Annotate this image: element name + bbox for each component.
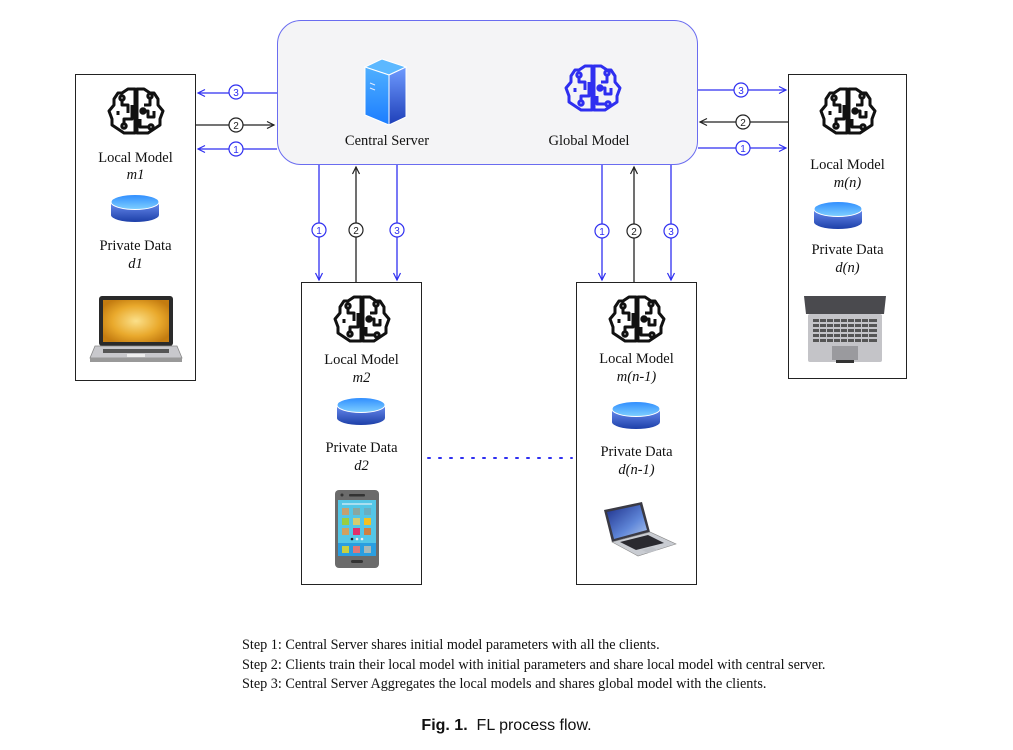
step-badge-1: 1 <box>228 141 244 157</box>
client-1-data-name: d1 <box>128 256 143 272</box>
step-badge-3: 3 <box>389 222 405 238</box>
figure-caption: Fig. 1. FL process flow. <box>0 717 1013 735</box>
svg-text:1: 1 <box>316 226 322 237</box>
step-badge-2: 2 <box>626 223 642 239</box>
step-1-text: Step 1: Central Server shares initial mo… <box>242 637 660 653</box>
client-n-1-model-label: Local Model <box>599 351 674 367</box>
step-badge-1: 1 <box>311 222 327 238</box>
laptop-blue-icon <box>604 502 677 557</box>
step-badge-1: 1 <box>594 223 610 239</box>
server-icon <box>363 58 408 126</box>
svg-text:1: 1 <box>599 227 605 238</box>
client-n-1-data-name: d(n-1) <box>618 462 655 478</box>
client-2-data-label: Private Data <box>325 440 398 456</box>
svg-text:3: 3 <box>233 88 239 99</box>
step-badge-3: 3 <box>663 223 679 239</box>
svg-text:1: 1 <box>740 144 746 155</box>
svg-text:2: 2 <box>233 121 239 132</box>
client-n-model-name: m(n) <box>833 175 862 191</box>
svg-text:2: 2 <box>353 226 359 237</box>
svg-text:3: 3 <box>668 227 674 238</box>
caption-text: FL process flow. <box>476 717 592 734</box>
svg-text:3: 3 <box>394 226 400 237</box>
client-n-1-model-name: m(n-1) <box>616 369 657 385</box>
client-n-model-label: Local Model <box>810 157 885 173</box>
client-n-1-data-label: Private Data <box>600 444 673 460</box>
client-1-model-name: m1 <box>126 167 145 183</box>
step-badge-2: 2 <box>228 117 244 133</box>
client-n-data-label: Private Data <box>811 242 884 258</box>
step-3-text: Step 3: Central Server Aggregates the lo… <box>242 676 767 692</box>
global-model-brain-icon <box>564 64 622 112</box>
client-1-data-label: Private Data <box>99 238 172 254</box>
client-2-model-label: Local Model <box>324 352 399 368</box>
laptop-gray-icon <box>804 296 886 363</box>
step-badge-3: 3 <box>228 84 244 100</box>
server-panel <box>277 20 698 165</box>
step-badge-3: 3 <box>733 82 749 98</box>
laptop-gold-icon <box>89 296 183 362</box>
central-server-label: Central Server <box>344 133 430 149</box>
step-badge-2: 2 <box>735 114 751 130</box>
step-2-text: Step 2: Clients train their local model … <box>242 656 826 673</box>
svg-text:2: 2 <box>740 118 746 129</box>
smartphone-icon <box>335 490 379 568</box>
client-2-data-name: d2 <box>354 458 369 474</box>
client-n-data-name: d(n) <box>835 260 860 276</box>
svg-text:3: 3 <box>738 86 744 97</box>
svg-text:1: 1 <box>233 145 239 156</box>
global-model-label: Global Model <box>548 133 630 149</box>
client-2-model-name: m2 <box>352 370 371 386</box>
svg-text:2: 2 <box>631 227 637 238</box>
caption-prefix: Fig. 1. <box>421 717 468 734</box>
step-badge-1: 1 <box>735 140 751 156</box>
step-badge-2: 2 <box>348 222 364 238</box>
step-descriptions: Step 1: Central Server shares initial mo… <box>242 636 825 695</box>
client-1-model-label: Local Model <box>98 150 173 166</box>
